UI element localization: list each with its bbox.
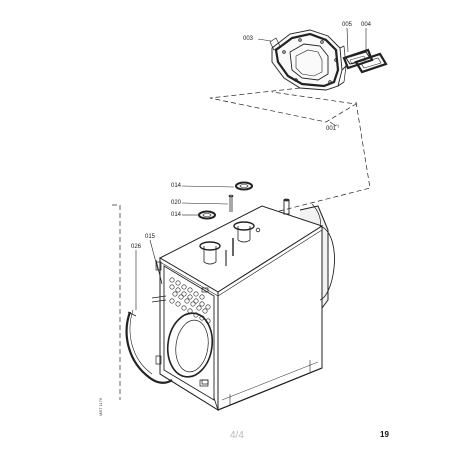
label-part-004: 004 bbox=[361, 22, 372, 28]
label-part-015: 015 bbox=[145, 234, 156, 240]
label-part-003: 003 bbox=[243, 36, 254, 42]
label-part-001-mark: *) bbox=[336, 123, 339, 128]
front-door-plate bbox=[156, 262, 216, 400]
pin-020 bbox=[229, 195, 233, 212]
page-number: 19 bbox=[380, 430, 389, 439]
gasket-004 bbox=[356, 54, 386, 72]
door-seal-026 bbox=[127, 310, 172, 383]
assembly-guide-lines bbox=[112, 88, 370, 400]
label-part-014-top: 014 bbox=[171, 183, 182, 189]
page-indicator: 4/4 bbox=[230, 430, 244, 441]
label-part-026: 026 bbox=[131, 244, 142, 250]
label-part-014-lower: 014 bbox=[171, 212, 182, 218]
label-part-020: 020 bbox=[171, 200, 182, 206]
ring-014-top bbox=[236, 183, 252, 190]
side-opening bbox=[312, 204, 334, 300]
drawing-code: MBT 1176 bbox=[98, 397, 103, 416]
boiler-body bbox=[160, 206, 328, 410]
label-part-005: 005 bbox=[342, 22, 353, 28]
label-part-001-number: 001 bbox=[326, 126, 337, 132]
burner-cover-assembly bbox=[270, 30, 346, 90]
rod-015 bbox=[152, 260, 166, 302]
label-part-001: 001*) bbox=[326, 123, 339, 133]
leader-lines bbox=[136, 28, 366, 310]
ring-014-lower bbox=[199, 212, 215, 219]
top-fittings bbox=[200, 199, 289, 266]
